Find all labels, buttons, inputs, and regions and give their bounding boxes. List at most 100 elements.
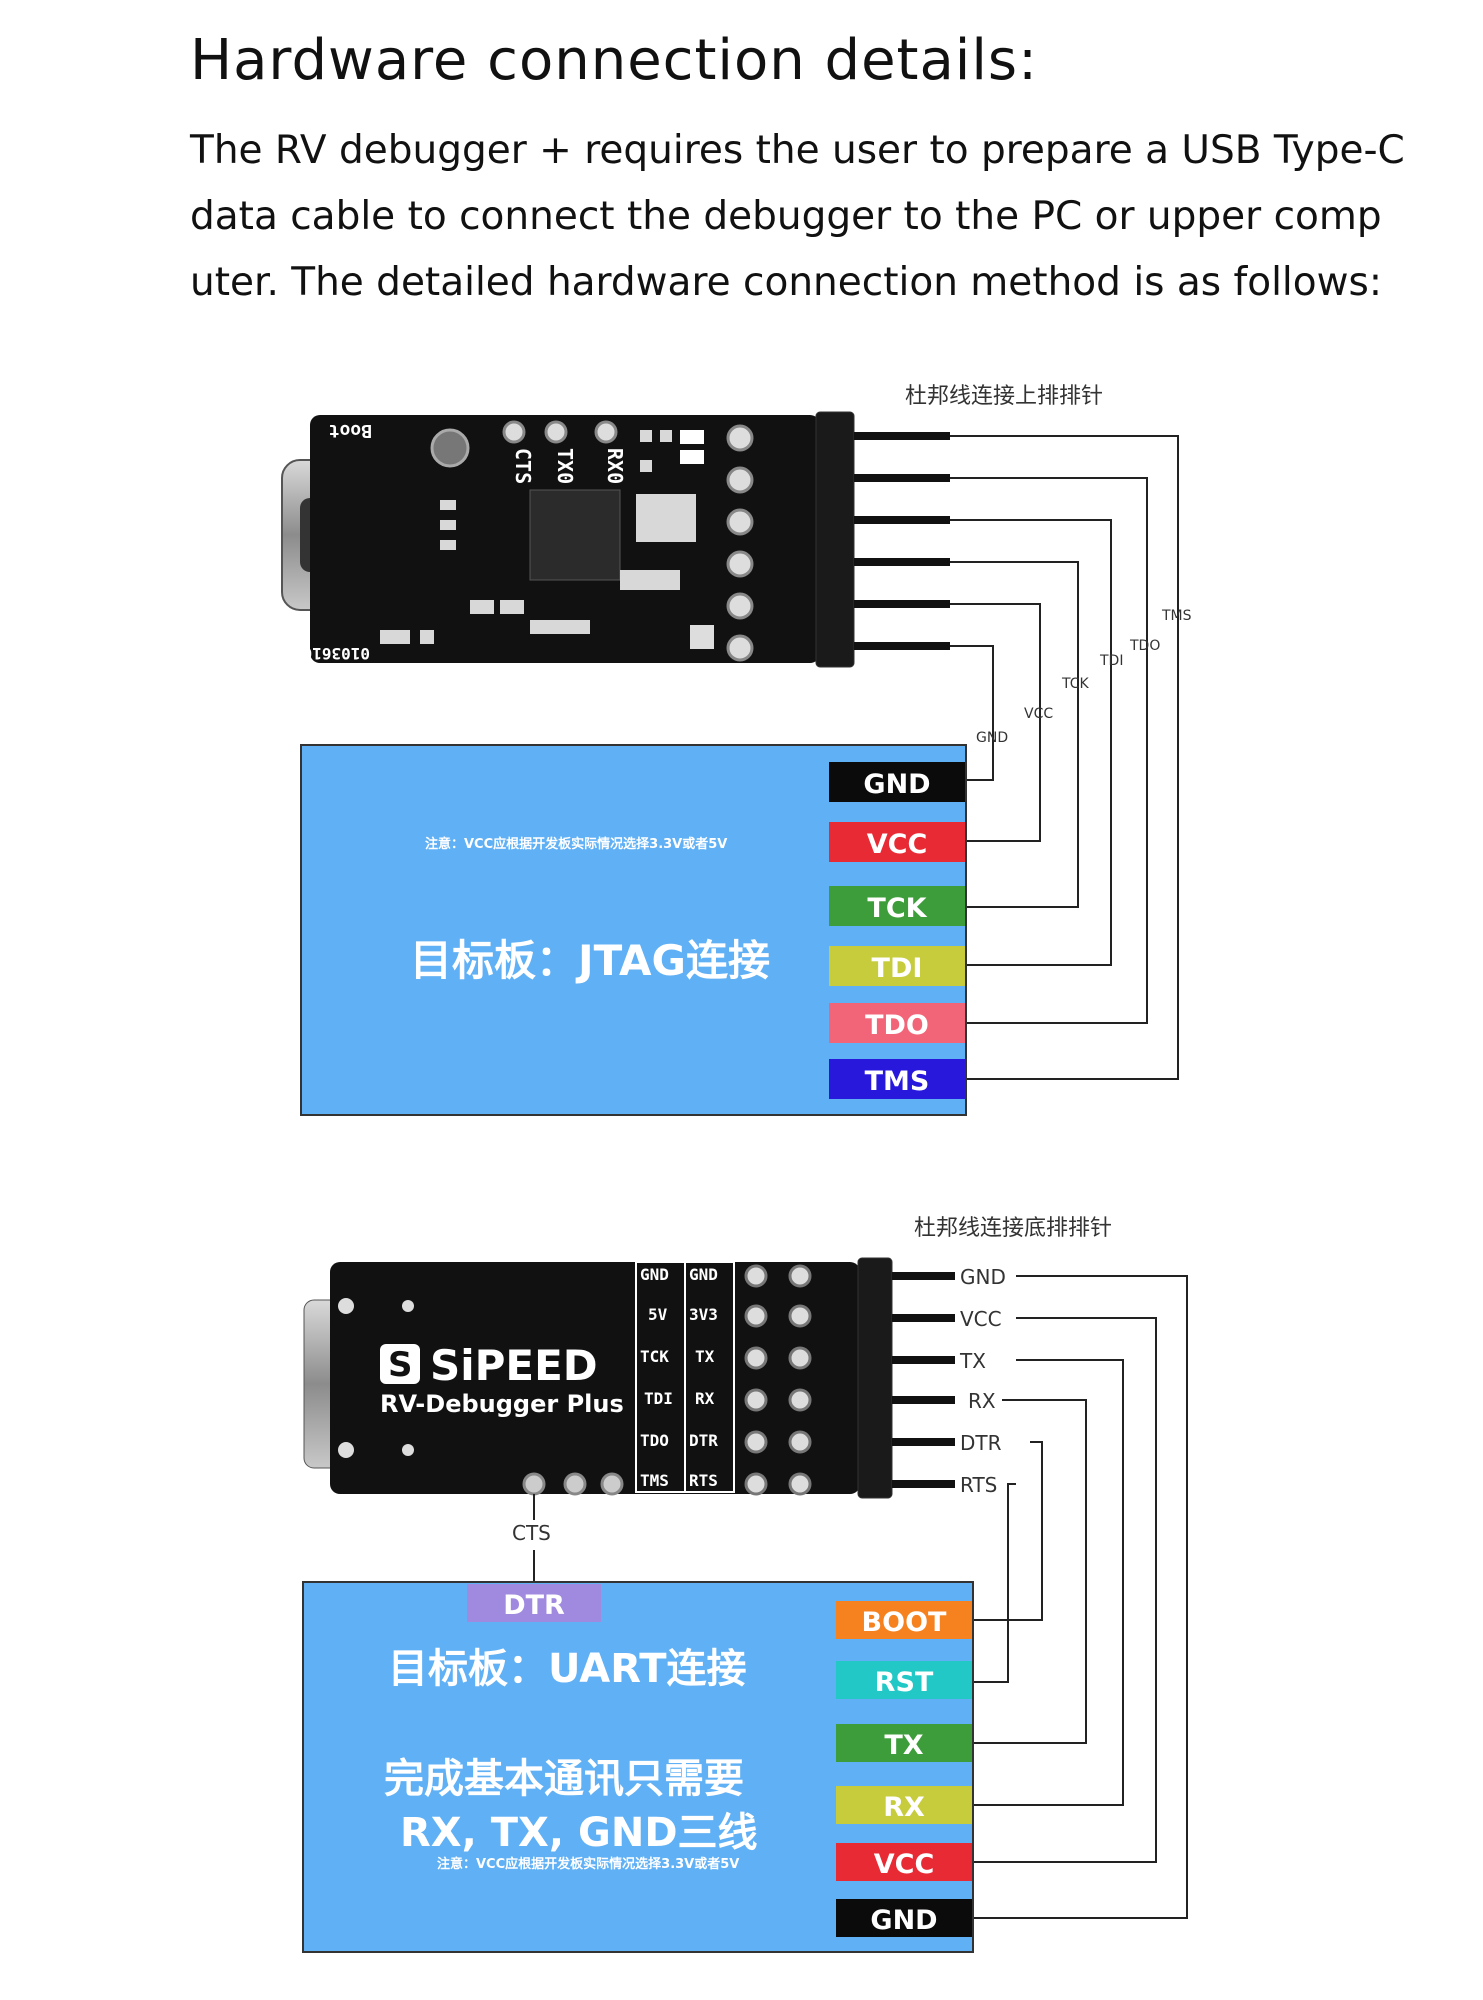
board-holes xyxy=(502,420,754,662)
silk-code: 0103610 xyxy=(303,644,370,663)
silk-cell: GND xyxy=(640,1265,669,1284)
led-icon xyxy=(680,450,704,464)
pin-tab-rst xyxy=(836,1661,972,1699)
pin-tab-tdo xyxy=(829,1003,965,1043)
silk-cell: RTS xyxy=(689,1471,718,1490)
intro-line: uter. The detailed hardware connection m… xyxy=(190,260,1382,305)
silk-rows: GND GND 5V 3V3 TCK TX TDI RX TDO DTR TMS… xyxy=(640,1265,718,1490)
conn-label: DTR xyxy=(960,1431,1002,1455)
pin-tab-tms xyxy=(829,1059,965,1099)
wire-label: TDO xyxy=(1129,638,1160,654)
brand-name: SiPEED xyxy=(430,1341,598,1390)
jtag-target-board xyxy=(300,744,967,1116)
pin-label: VCC xyxy=(867,829,928,860)
pin-tab-vcc xyxy=(829,822,965,862)
silk-cts: CTS xyxy=(511,448,535,484)
jtag-wire-labels: GND VCC TCK TDI TDO TMS xyxy=(976,608,1192,746)
silk-tx: TX0 xyxy=(553,448,577,484)
page-title: Hardware connection details: xyxy=(190,28,1038,93)
product-name: RV-Debugger Plus xyxy=(380,1390,624,1418)
uart-header-note: 杜邦线连接底排排针 xyxy=(914,1216,1112,1241)
uart-debugger-board: S SiPEED RV-Debugger Plus GND GND 5V 3V3… xyxy=(303,1257,893,1499)
pin-label: TMS xyxy=(865,1066,930,1097)
pin-label: TX xyxy=(884,1730,923,1761)
pin-label: RX xyxy=(883,1792,925,1823)
dtr-tab-label: DTR xyxy=(503,1590,565,1621)
pin-tab-gnd xyxy=(836,1899,972,1937)
pin-label: TCK xyxy=(867,893,927,924)
brand-logo-icon xyxy=(380,1344,420,1384)
pin-tab-gnd xyxy=(829,762,965,802)
silk-cell: TCK xyxy=(640,1347,669,1366)
jtag-header-note: 杜邦线连接上排排针 xyxy=(905,384,1103,409)
uart-pin-tabs: BOOT RST TX RX VCC GND xyxy=(836,1601,972,1937)
silk-cell: TDI xyxy=(644,1389,673,1408)
jtag-section: 杜邦线连接上排排针 Boot C xyxy=(281,384,1192,1116)
pin-tab-tx xyxy=(836,1724,972,1762)
uart-wires xyxy=(533,1275,1188,1919)
intro-line: The RV debugger + requires the user to p… xyxy=(190,128,1405,173)
wire-label: TCK xyxy=(1061,676,1090,692)
silk-rx: RX0 xyxy=(603,448,627,484)
silk-cell: DTR xyxy=(689,1431,718,1450)
pin-header xyxy=(857,1257,893,1499)
silk-boot: Boot xyxy=(329,420,372,441)
wire-label: TDI xyxy=(1099,653,1123,669)
jtag-vcc-note: 注意：VCC应根据开发板实际情况选择3.3V或者5V xyxy=(425,836,727,852)
wire-label: VCC xyxy=(1024,706,1053,722)
uart-target-title: 目标板：UART连接 xyxy=(388,1646,747,1692)
smd-components xyxy=(380,430,680,644)
pcb-board xyxy=(330,1262,860,1494)
uart-vcc-note: 注意：VCC应根据开发板实际情况选择3.3V或者5V xyxy=(437,1856,739,1872)
conn-label: TX xyxy=(959,1349,986,1373)
header-holes xyxy=(744,1264,812,1496)
dtr-tab xyxy=(467,1584,601,1622)
crystal-icon xyxy=(636,494,696,542)
jtag-wires xyxy=(950,435,1179,1080)
brand-logo-letter: S xyxy=(388,1345,413,1385)
pin-tab-rx xyxy=(836,1786,972,1824)
silk-cell: TDO xyxy=(640,1431,669,1450)
uart-header-pins xyxy=(892,1272,955,1488)
pin-label: GND xyxy=(863,769,930,800)
conn-label: VCC xyxy=(960,1307,1002,1331)
main-chip xyxy=(529,489,621,581)
wire-label: GND xyxy=(976,730,1008,746)
cts-holes xyxy=(522,1472,624,1496)
pin-label: VCC xyxy=(874,1849,935,1880)
uart-target-board xyxy=(302,1581,974,1953)
silk-cell: RX xyxy=(695,1389,715,1408)
silk-cell: TX xyxy=(695,1347,715,1366)
uart-sub-line-1: 完成基本通讯只需要 xyxy=(384,1756,744,1802)
jtag-header-pins xyxy=(854,432,950,650)
uart-section: 杜邦线连接底排排针 S SiPEED RV-Debugger Plus GND … xyxy=(302,1216,1188,1953)
silk-cell: GND xyxy=(689,1265,718,1284)
pin-label: BOOT xyxy=(862,1607,947,1638)
pin-tab-tdi xyxy=(829,946,965,986)
pin-header xyxy=(815,411,855,668)
pin-label: TDO xyxy=(865,1010,929,1041)
conn-label: RTS xyxy=(960,1473,997,1497)
pin-label: TDI xyxy=(872,953,923,984)
uart-sub-line-2: RX, TX, GND三线 xyxy=(400,1810,758,1856)
conn-label: RX xyxy=(968,1389,996,1413)
led-icon xyxy=(680,430,704,444)
silk-cell: 3V3 xyxy=(689,1305,718,1324)
smd-pad xyxy=(690,625,714,649)
pin-tab-boot xyxy=(836,1601,972,1639)
jtag-debugger-board: Boot CTS TX0 RX0 0103610 xyxy=(281,411,855,668)
conn-label: GND xyxy=(960,1265,1006,1289)
uart-conn-labels: GND VCC TX RX DTR RTS xyxy=(959,1265,1006,1497)
intro-paragraph: The RV debugger + requires the user to p… xyxy=(190,118,1430,316)
jtag-target-title: 目标板：JTAG连接 xyxy=(410,936,770,985)
pin-label: GND xyxy=(870,1905,937,1936)
pin-label: RST xyxy=(875,1667,934,1698)
intro-line: data cable to connect the debugger to th… xyxy=(190,194,1382,239)
boot-button xyxy=(430,428,470,468)
board-holes xyxy=(338,1298,414,1458)
jtag-pin-tabs: GND VCC TCK TDI TDO TMS xyxy=(829,762,965,1099)
silk-cell: TMS xyxy=(640,1471,669,1490)
silk-cell: 5V xyxy=(648,1305,668,1324)
pin-tab-vcc xyxy=(836,1843,972,1881)
